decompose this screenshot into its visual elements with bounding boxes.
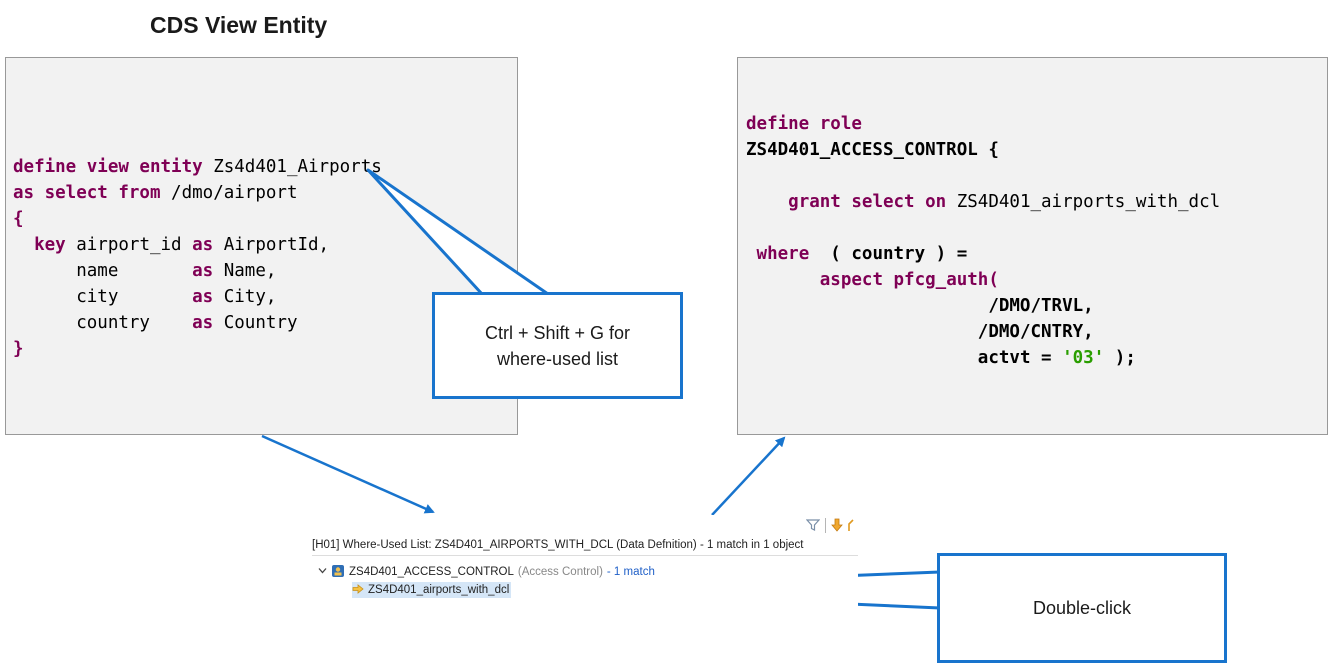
where-used-toolbar [806,516,854,534]
cds-view-code-panel: define view entity Zs4d401_Airports as s… [5,57,518,435]
match-arrow-icon [352,583,364,597]
where-used-list-view: [H01] Where-Used List: ZS4D401_AIRPORTS_… [308,515,858,613]
access-control-code-panel: define role ZS4D401_ACCESS_CONTROL { gra… [737,57,1328,435]
arrow-to-where-used-list [261,434,435,514]
match-count: - 1 match [606,566,655,578]
access-control-name: ZS4D401_ACCESS_CONTROL [349,566,514,578]
where-used-header: [H01] Where-Used List: ZS4D401_AIRPORTS_… [312,539,858,556]
where-used-callout-pointer [366,168,550,296]
access-control-icon [331,564,345,581]
toolbar-separator [825,517,826,533]
double-click-callout: Double-click [937,553,1227,663]
tree-item-match[interactable]: ZS4D401_airports_with_dcl [352,582,512,598]
cds-view-code: define view entity Zs4d401_Airports as s… [13,157,382,359]
arrow-to-access-control [711,436,786,516]
chevron-down-icon[interactable] [318,566,327,578]
access-control-type: (Access Control) [517,566,603,578]
access-control-code: define role ZS4D401_ACCESS_CONTROL { gra… [746,114,1221,368]
filter-icon[interactable] [806,518,820,532]
match-text: ZS4D401_airports_with_dcl [368,584,510,596]
tree-item-access-control[interactable]: ZS4D401_ACCESS_CONTROL (Access Control) … [318,564,655,580]
up-arrow-icon[interactable] [848,518,854,532]
down-arrow-icon[interactable] [831,518,843,532]
page-title: CDS View Entity [150,12,328,38]
